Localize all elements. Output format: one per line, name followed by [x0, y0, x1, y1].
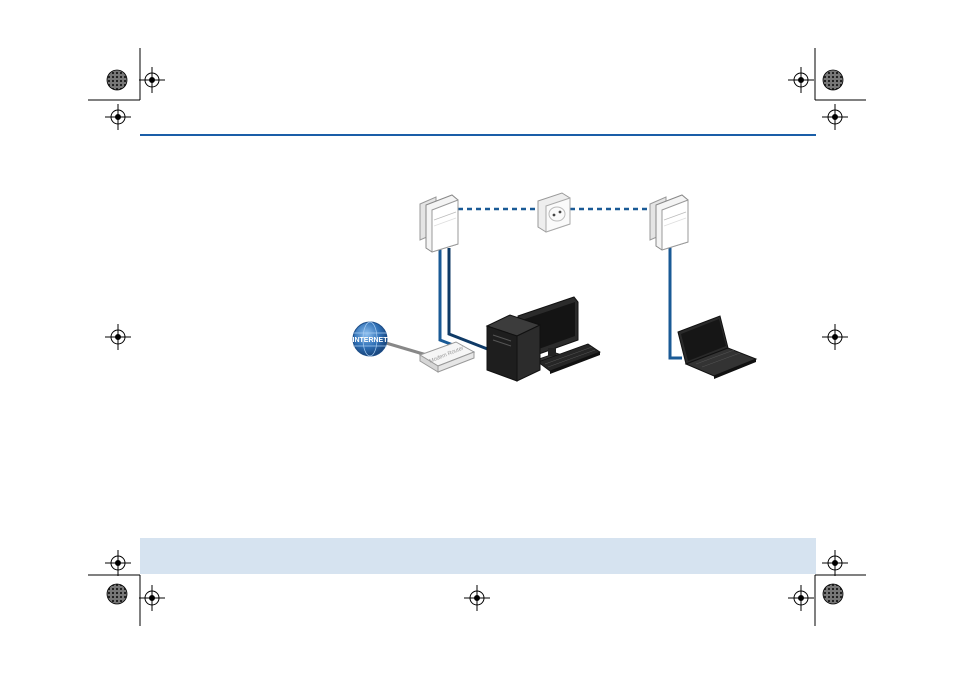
footer-band: [140, 538, 816, 574]
cable-adapter-to-pc: [447, 248, 491, 352]
cable-adapter-to-laptop: [668, 246, 682, 360]
wall-socket-icon: [537, 192, 571, 233]
network-diagram: INTERNET Modem Router: [352, 192, 758, 382]
internet-label: INTERNET: [353, 337, 389, 344]
registration-targets: [105, 67, 848, 611]
color-registration-discs: [106, 69, 844, 605]
laptop-icon: [677, 315, 758, 379]
modem-router-icon: [418, 341, 476, 373]
desktop-pc-icon: [485, 314, 542, 382]
keyboard-icon: [537, 343, 601, 374]
powerline-adapter-icon: [649, 194, 689, 251]
powerline-adapter-icon: [419, 194, 459, 253]
globe-icon: [352, 321, 388, 357]
crop-marks: [88, 48, 866, 626]
